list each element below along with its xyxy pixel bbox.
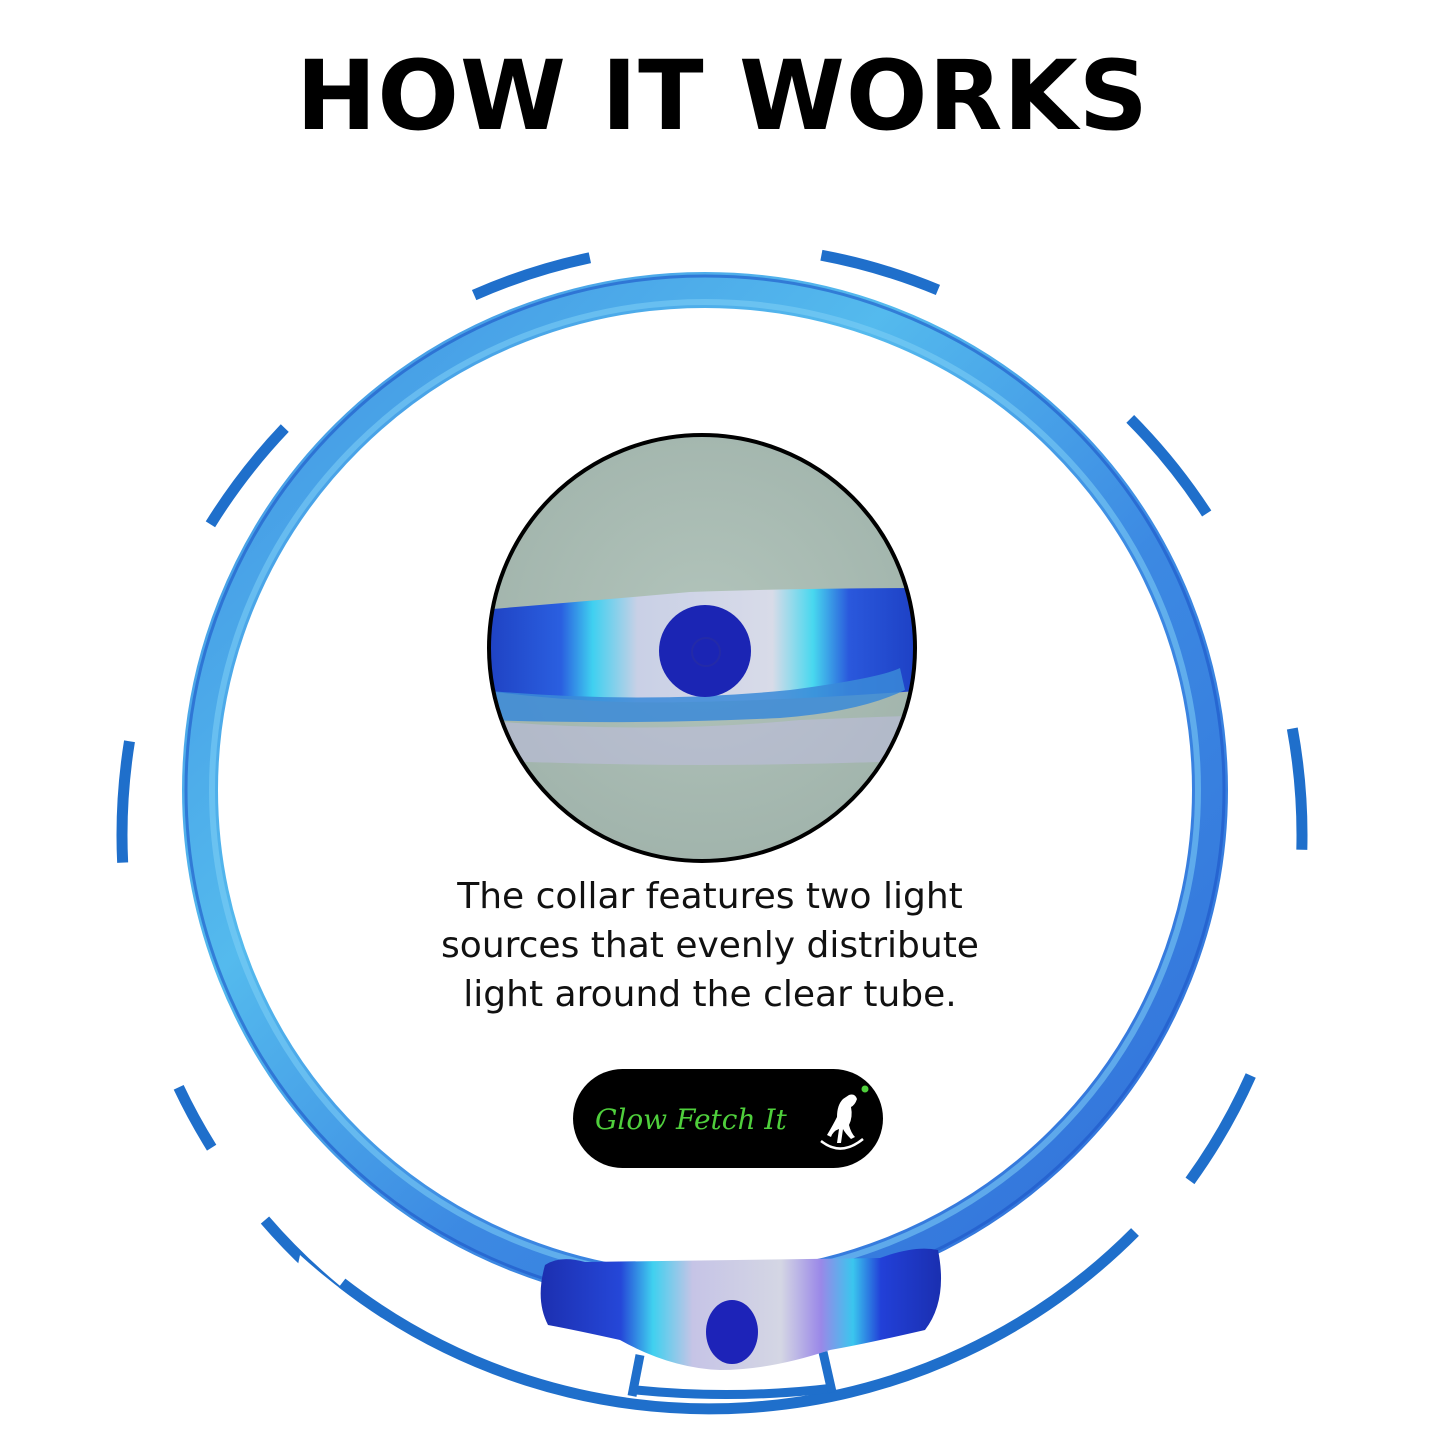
closeup-inset: [487, 433, 917, 863]
brand-logo: Glow Fetch It: [573, 1069, 883, 1168]
description-text: The collar features two light sources th…: [380, 872, 1040, 1019]
page-title: HOW IT WORKS: [296, 40, 1149, 152]
power-button-icon: [706, 1300, 758, 1364]
brand-name: Glow Fetch It: [595, 1103, 787, 1136]
power-button-icon: [659, 605, 751, 697]
collar-buckle: [540, 1248, 942, 1370]
caption-line: The collar features two light: [457, 876, 963, 917]
caption-line: light around the clear tube.: [463, 974, 957, 1015]
bottom-arc-decoration: [338, 1228, 1139, 1415]
dog-catching-ball-icon: [820, 1085, 869, 1150]
dashed-circle-decoration: [116, 239, 1308, 1431]
caption-line: sources that evenly distribute: [441, 925, 979, 966]
